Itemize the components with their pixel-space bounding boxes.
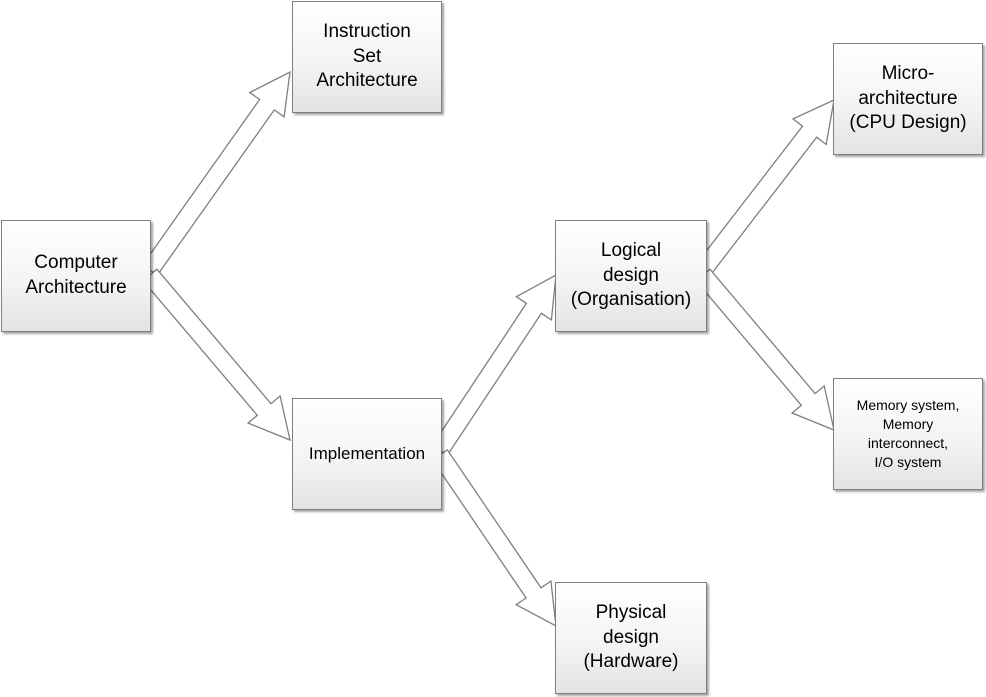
node-instruction-set-architecture: Instruction Set Architecture bbox=[292, 1, 442, 113]
arrow-logical-design-to-microarchitecture bbox=[694, 98, 835, 277]
node-line: I/O system bbox=[874, 453, 942, 470]
node-line: design bbox=[602, 264, 659, 286]
node-line: Instruction bbox=[323, 20, 411, 42]
arrow-computer-architecture-to-implementation bbox=[142, 268, 291, 442]
node-microarchitecture: Micro- architecture (CPU Design) bbox=[833, 43, 983, 155]
node-line: interconnect, bbox=[867, 435, 949, 451]
node-line: Architecture bbox=[25, 277, 127, 298]
arrow-computer-architecture-to-isa bbox=[141, 70, 291, 277]
node-line: Memory system, bbox=[856, 397, 960, 414]
node-line: architecture bbox=[858, 87, 958, 109]
arrow-logical-design-to-memory-system bbox=[695, 268, 835, 432]
node-line: Implementation bbox=[308, 443, 426, 463]
node-line: Set bbox=[352, 45, 382, 67]
node-computer-architecture: Computer Architecture bbox=[1, 220, 151, 332]
node-line: (Hardware) bbox=[583, 651, 679, 673]
node-implementation: Implementation bbox=[292, 398, 442, 510]
node-memory-system: Memory system, Memory interconnect, I/O … bbox=[833, 378, 983, 490]
node-line: Memory bbox=[882, 416, 934, 433]
node-line: design bbox=[603, 626, 659, 648]
arrow-implementation-to-logical-design bbox=[431, 273, 557, 456]
node-line: Micro- bbox=[881, 62, 935, 84]
node-line: Computer bbox=[34, 252, 118, 274]
node-line: (Organisation) bbox=[570, 289, 692, 311]
arrow-implementation-to-physical-design bbox=[431, 448, 557, 628]
node-line: (CPU Design) bbox=[849, 112, 967, 134]
node-logical-design: Logical design (Organisation) bbox=[555, 220, 707, 332]
node-line: Physical bbox=[595, 601, 667, 623]
node-line: Architecture bbox=[316, 70, 418, 92]
node-physical-design: Physical design (Hardware) bbox=[555, 582, 707, 694]
node-line: Logical bbox=[600, 239, 662, 261]
